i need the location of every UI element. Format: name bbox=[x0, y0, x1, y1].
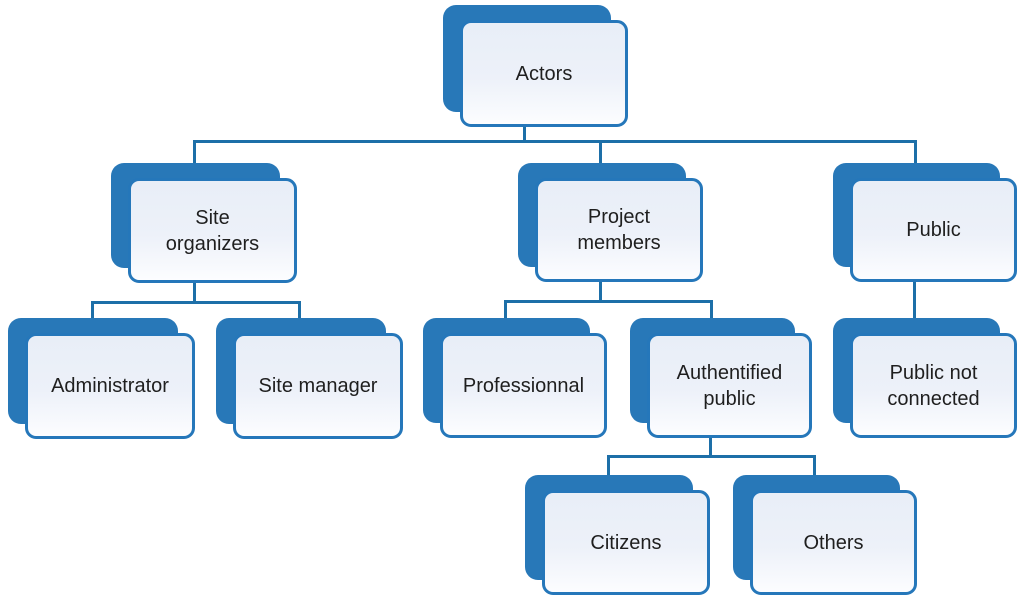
node-administrator: Administrator bbox=[8, 318, 195, 439]
node-label: Citizens bbox=[590, 531, 662, 554]
edge-project-members-stub bbox=[599, 281, 602, 302]
node-card: Actors bbox=[460, 20, 628, 127]
node-label: Site manager bbox=[258, 375, 378, 397]
node-label: Professionnal bbox=[462, 374, 585, 397]
edge-level1-horizontal-bar bbox=[193, 140, 917, 143]
node-card: Administrator bbox=[25, 333, 195, 439]
edge-drop-site-organizers bbox=[193, 140, 196, 166]
edge-drop-administrator bbox=[91, 301, 94, 321]
edge-drop-professionnal bbox=[504, 300, 507, 320]
node-card: Authentified public bbox=[647, 333, 812, 438]
node-others: Others bbox=[733, 475, 917, 595]
node-citizens: Citizens bbox=[525, 475, 710, 595]
node-label: Public not connected bbox=[887, 361, 980, 410]
node-card: Site manager bbox=[233, 333, 403, 439]
node-card: Professionnal bbox=[440, 333, 607, 438]
node-card: Citizens bbox=[542, 490, 710, 595]
node-label: Authentified public bbox=[676, 361, 783, 410]
node-label: Administrator bbox=[51, 375, 169, 397]
node-card: Site organizers bbox=[128, 178, 297, 283]
edge-project-members-hbar bbox=[504, 300, 713, 303]
edge-drop-public bbox=[914, 140, 917, 166]
edge-authentified-hbar bbox=[607, 455, 816, 458]
edge-drop-others bbox=[813, 455, 816, 475]
node-label: Project members bbox=[577, 206, 661, 254]
node-site-manager: Site manager bbox=[216, 318, 403, 439]
node-card: Public not connected bbox=[850, 333, 1017, 438]
node-card: Others bbox=[750, 490, 917, 595]
edge-drop-authentified bbox=[710, 300, 713, 320]
edge-drop-citizens bbox=[607, 455, 610, 475]
node-site-organizers: Site organizers bbox=[111, 163, 297, 283]
node-public-not-connected: Public not connected bbox=[833, 318, 1017, 438]
edge-authentified-stub bbox=[709, 437, 712, 457]
node-professionnal: Professionnal bbox=[423, 318, 607, 438]
node-card: Project members bbox=[535, 178, 703, 282]
node-authentified-public: Authentified public bbox=[630, 318, 812, 438]
edge-drop-site-manager bbox=[298, 301, 301, 321]
node-actors: Actors bbox=[443, 5, 628, 127]
node-public: Public bbox=[833, 163, 1017, 282]
node-label: Others bbox=[803, 531, 864, 554]
node-label: Public bbox=[906, 219, 961, 241]
edge-site-organizers-stub bbox=[193, 282, 196, 303]
node-card: Public bbox=[850, 178, 1017, 282]
edge-public-to-child-line bbox=[913, 281, 916, 321]
edge-actors-stub bbox=[523, 126, 526, 142]
node-project-members: Project members bbox=[518, 163, 703, 282]
edge-drop-project-members bbox=[599, 140, 602, 166]
edge-site-organizers-hbar bbox=[91, 301, 301, 304]
node-label: Site organizers bbox=[165, 206, 260, 255]
node-label: Actors bbox=[515, 62, 573, 85]
